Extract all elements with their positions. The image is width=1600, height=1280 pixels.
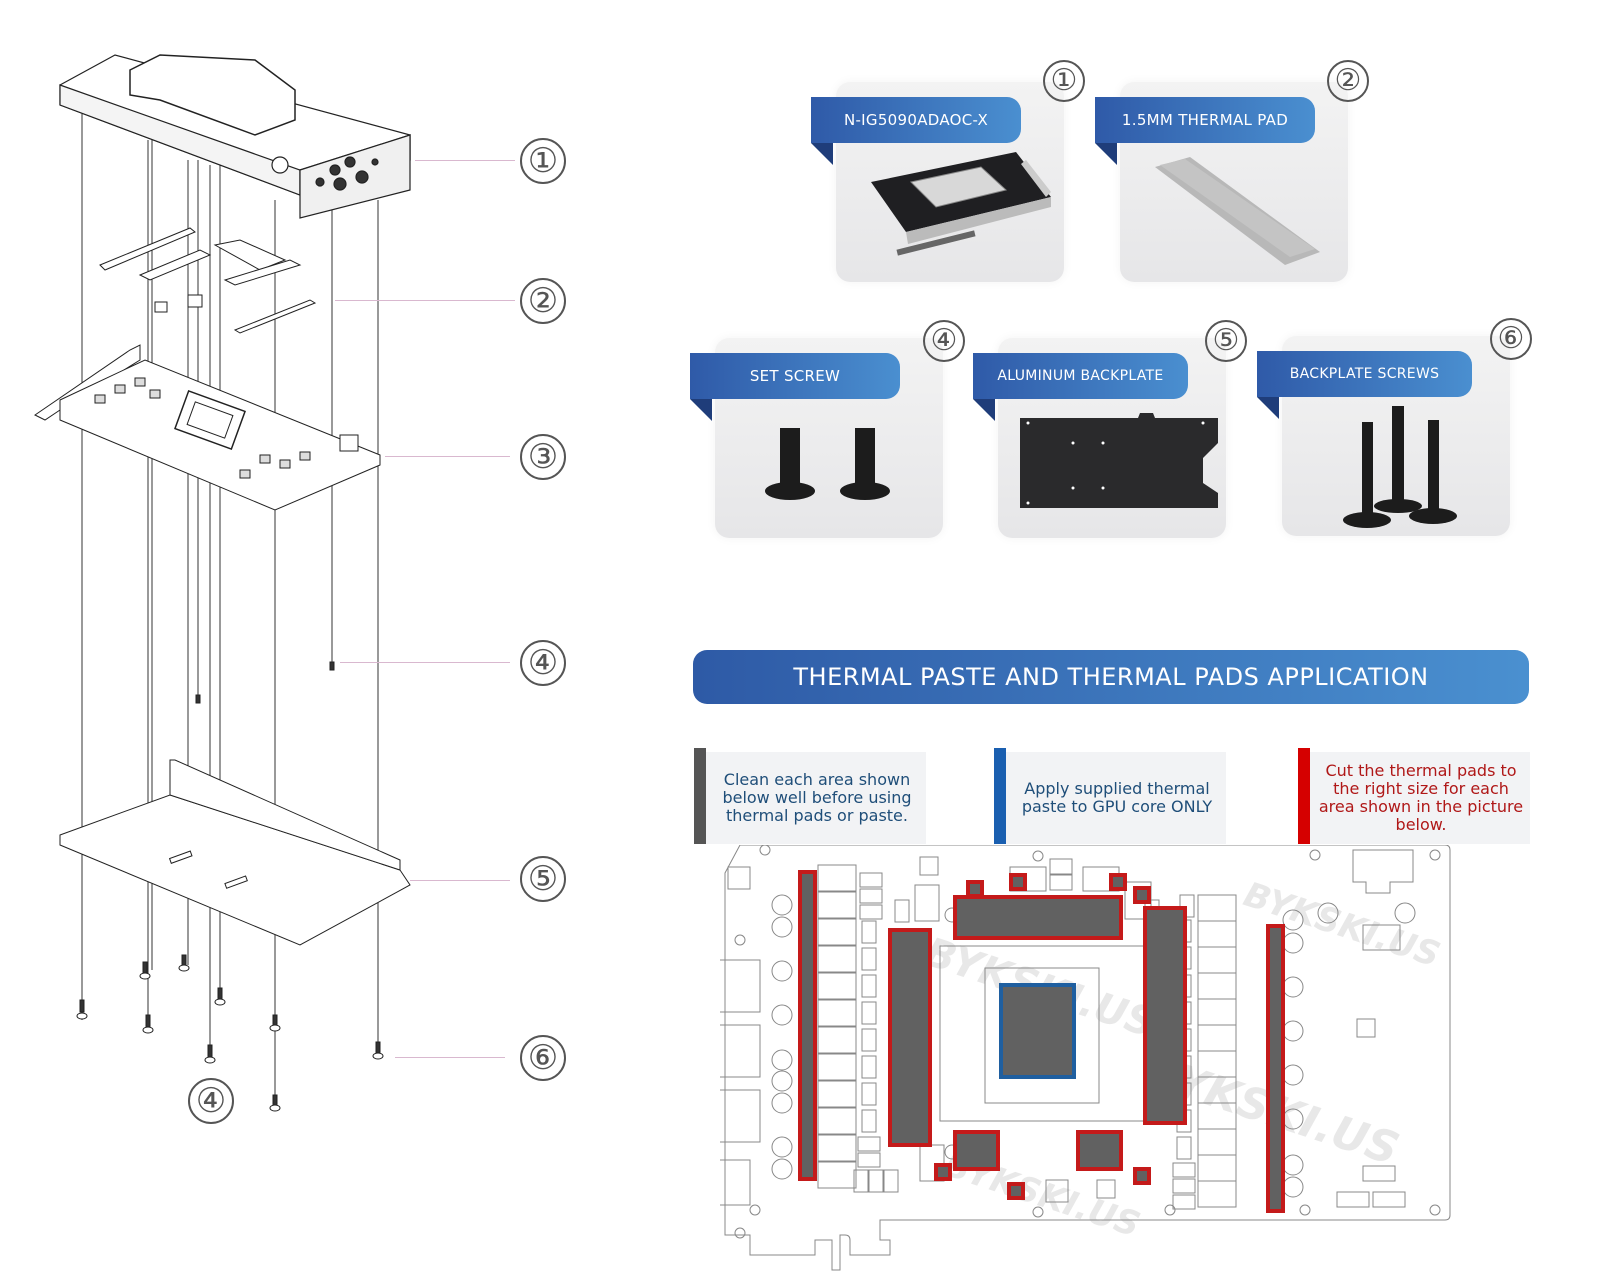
- leader-line: [385, 456, 510, 457]
- backplate-drawing: [59, 759, 411, 946]
- screw: [269, 1094, 281, 1112]
- thermal-pad-area: [1109, 873, 1127, 891]
- gpu-package: [984, 967, 1100, 1104]
- part-card-thermal-pad: 1.5MM THERMAL PAD: [1095, 82, 1348, 282]
- part-label-thermal-pad: 1.5MM THERMAL PAD: [1095, 97, 1315, 143]
- thermal-pad-areas: [798, 870, 1285, 1213]
- callout-6: ⑥: [520, 1035, 566, 1081]
- exploded-view: ① ② ③ ④ ⑤ ⑥ ④: [0, 0, 620, 1280]
- screws-drawing: [76, 661, 384, 1112]
- thermal-pad-area: [1133, 1167, 1151, 1185]
- thermal-pad-area: [1143, 906, 1187, 1125]
- note-text-paste: Apply supplied thermal paste to GPU core…: [1021, 779, 1213, 816]
- callout-1: ①: [520, 138, 566, 184]
- callout-5: ⑤: [520, 856, 566, 902]
- note-clean: Clean each area shown below well before …: [694, 748, 926, 844]
- thermal-pad-area: [1076, 1130, 1123, 1171]
- pcb-layout-diagram: BYKSKI.US BYKSKI.US BYKSKI.US BYKSKI.US: [720, 845, 1570, 1275]
- connector-port: [720, 1089, 761, 1143]
- screw: [204, 1044, 216, 1064]
- leader-line: [335, 300, 515, 301]
- screw: [178, 954, 190, 972]
- thermal-pad-area: [1266, 924, 1285, 1213]
- note-pads: Cut the thermal pads to the right size f…: [1298, 748, 1530, 844]
- leader-line: [340, 662, 510, 663]
- water-block-image: [871, 152, 1051, 256]
- thermal-pad-area: [953, 1130, 1000, 1171]
- note-paste: Apply supplied thermal paste to GPU core…: [994, 748, 1226, 844]
- vrm-chokes: [817, 864, 857, 1189]
- leader-line: [395, 1057, 505, 1058]
- thermal-pad-area: [966, 880, 984, 898]
- ribbon-fold: [1095, 143, 1117, 165]
- note-text-clean: Clean each area shown below well before …: [722, 770, 912, 825]
- part-number-6: ⑥: [1490, 318, 1532, 360]
- component: [727, 866, 751, 890]
- backplate-screws-image: [1343, 406, 1457, 528]
- part-card-set-screw: SET SCREW: [690, 338, 943, 538]
- thermal-pad-area: [798, 870, 817, 1181]
- thermal-pads-drawing: [99, 227, 317, 334]
- callout-2: ②: [520, 278, 566, 324]
- screw: [76, 999, 88, 1020]
- thermal-pad-area: [888, 928, 932, 1147]
- thermal-pad-area: [953, 895, 1123, 940]
- callout-4: ④: [520, 640, 566, 686]
- screw: [269, 1014, 281, 1032]
- capacitors: [734, 845, 793, 1239]
- part-card-backplate-screws: BACKPLATE SCREWS: [1257, 336, 1510, 536]
- set-screw: [329, 661, 335, 671]
- backplate-image: [1020, 413, 1218, 508]
- part-label-set-screw: SET SCREW: [690, 353, 900, 399]
- leader-line: [410, 880, 510, 881]
- part-number-4: ④: [923, 320, 965, 362]
- thermal-paste-area: [999, 983, 1076, 1079]
- note-bar-gray: [694, 748, 706, 844]
- ribbon-fold: [690, 399, 712, 421]
- thermal-pad-area: [1133, 886, 1151, 904]
- part-label-backplate: ALUMINUM BACKPLATE: [973, 353, 1188, 399]
- callout-3: ③: [520, 434, 566, 480]
- water-block-drawing: [59, 54, 411, 219]
- ribbon-fold: [811, 143, 833, 165]
- thermal-pad-image: [1155, 157, 1320, 265]
- thermal-pad-area: [934, 1163, 952, 1181]
- note-bar-red: [1298, 748, 1310, 844]
- thermal-pad-area: [1007, 1182, 1025, 1200]
- leader-line: [415, 160, 515, 161]
- callout-4-bottom: ④: [188, 1078, 234, 1124]
- connector-port: [720, 1159, 751, 1206]
- part-card-backplate: ALUMINUM BACKPLATE: [973, 338, 1226, 538]
- exploded-drawing: [34, 54, 411, 1112]
- ribbon-fold: [973, 399, 995, 421]
- set-screw: [195, 694, 201, 704]
- part-number-2: ②: [1327, 60, 1369, 102]
- part-label-water-block: N-IG5090ADAOC-X: [811, 97, 1021, 143]
- vrm-chokes-right: [1197, 894, 1237, 1208]
- set-screw-image: [765, 428, 890, 500]
- mosfets: [853, 872, 899, 1193]
- ribbon-fold: [1257, 397, 1279, 419]
- board-outline: [724, 845, 1451, 1271]
- thermal-pad-area: [1009, 873, 1027, 891]
- screw: [214, 987, 226, 1006]
- screw: [142, 1014, 154, 1034]
- pcb-outline: [720, 845, 1451, 1271]
- application-banner: THERMAL PASTE AND THERMAL PADS APPLICATI…: [693, 650, 1529, 704]
- screw: [139, 961, 151, 980]
- connector-port: [720, 1024, 761, 1078]
- capacitors-right: [1164, 849, 1441, 1216]
- note-bar-blue: [994, 748, 1006, 844]
- note-text-pads: Cut the thermal pads to the right size f…: [1318, 761, 1524, 834]
- pcb-drawing: [34, 344, 381, 511]
- part-label-backplate-screws: BACKPLATE SCREWS: [1257, 351, 1472, 397]
- screw: [372, 1041, 384, 1060]
- part-card-water-block: N-IG5090ADAOC-X: [811, 82, 1064, 282]
- connector-port: [720, 959, 761, 1013]
- part-number-5: ⑤: [1205, 320, 1247, 362]
- part-number-1: ①: [1043, 60, 1085, 102]
